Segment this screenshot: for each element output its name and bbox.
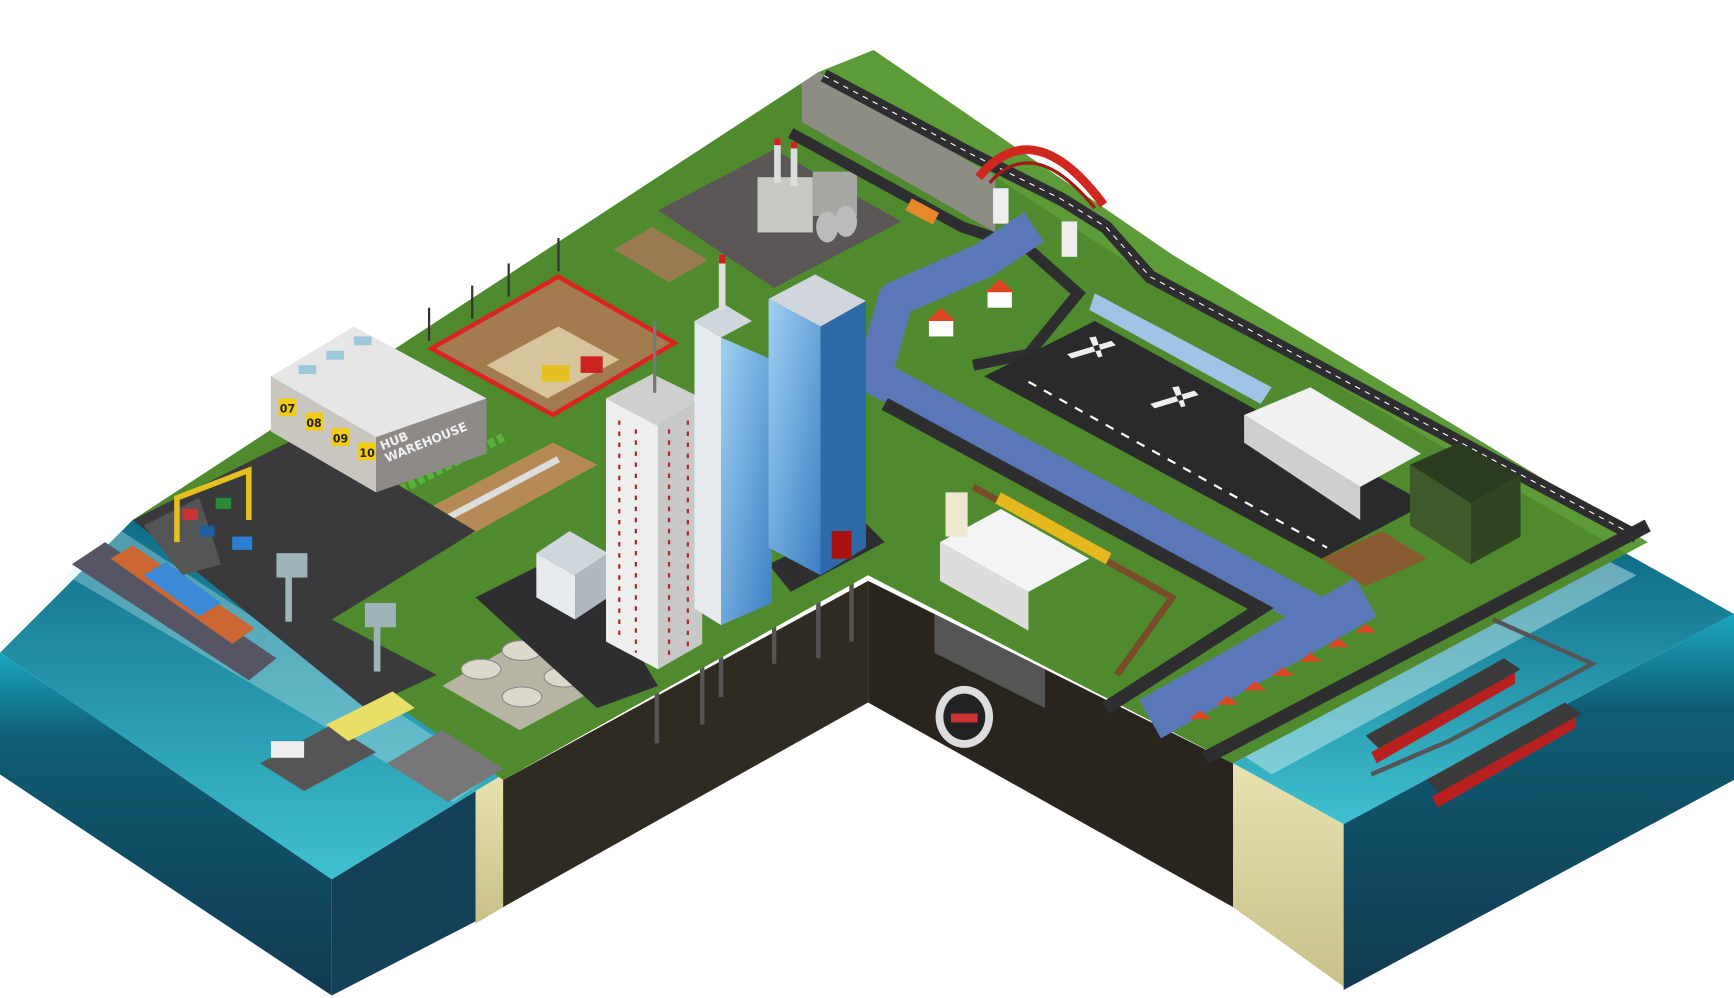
power-plant bbox=[757, 138, 858, 243]
harbor-cranes bbox=[276, 553, 396, 672]
office-block-side bbox=[1470, 475, 1521, 565]
left-sea-side-face bbox=[331, 774, 504, 996]
site-container bbox=[580, 356, 603, 373]
left-sea-front-face bbox=[0, 652, 332, 996]
coastal-road bbox=[1202, 519, 1651, 764]
subway-tunnel bbox=[935, 685, 994, 748]
runway-centerline bbox=[1027, 380, 1328, 549]
river-mouth bbox=[1139, 578, 1377, 739]
hangar bbox=[1244, 387, 1422, 521]
excavator bbox=[541, 365, 570, 382]
right-beach-cut bbox=[1233, 763, 1344, 987]
underground-parking bbox=[934, 614, 1046, 709]
right-surf bbox=[1238, 558, 1637, 775]
coastal-houses bbox=[1188, 623, 1377, 720]
soil-left-face bbox=[503, 580, 869, 908]
airplanes bbox=[1067, 336, 1199, 409]
container-stack-area bbox=[143, 497, 222, 576]
gantry-crane bbox=[174, 466, 252, 543]
houses bbox=[926, 278, 1015, 337]
dirt-lot bbox=[1321, 531, 1427, 587]
excavation-floor bbox=[486, 326, 620, 399]
arch-bridge bbox=[975, 145, 1108, 257]
city-road bbox=[475, 547, 658, 709]
residential-tower bbox=[606, 320, 703, 670]
left-beach-cut bbox=[475, 774, 504, 924]
office-block-roof bbox=[1409, 442, 1521, 504]
trench-site bbox=[613, 226, 708, 283]
pier-warehouse bbox=[387, 730, 504, 803]
oil-jetty bbox=[1370, 617, 1598, 777]
dock-number-07: 07 bbox=[280, 403, 295, 416]
glass-tower-right bbox=[768, 274, 866, 576]
train bbox=[995, 492, 1112, 565]
dock-number-08: 08 bbox=[306, 417, 321, 430]
retaining-wall bbox=[801, 72, 996, 233]
airport-runway bbox=[984, 320, 1427, 559]
train-station bbox=[939, 492, 1090, 631]
left-sea-surface bbox=[0, 520, 504, 880]
right-sea-front-face bbox=[1343, 614, 1734, 991]
containers bbox=[182, 497, 253, 550]
office-block bbox=[1409, 464, 1471, 565]
street-lamps bbox=[427, 238, 560, 341]
ferry bbox=[259, 691, 415, 791]
river-road bbox=[881, 398, 1274, 714]
dock-number-09: 09 bbox=[333, 433, 348, 446]
container-ship bbox=[71, 542, 277, 681]
oil-tankers bbox=[1365, 658, 1582, 808]
highway-markings bbox=[823, 74, 1637, 538]
hub-warehouse: 07 08 09 10 HUB WAREHOUSE bbox=[270, 326, 487, 493]
dock-number-10: 10 bbox=[359, 447, 375, 460]
glass-tower-center bbox=[694, 254, 772, 626]
terminal bbox=[1089, 293, 1272, 404]
truck bbox=[905, 198, 940, 225]
